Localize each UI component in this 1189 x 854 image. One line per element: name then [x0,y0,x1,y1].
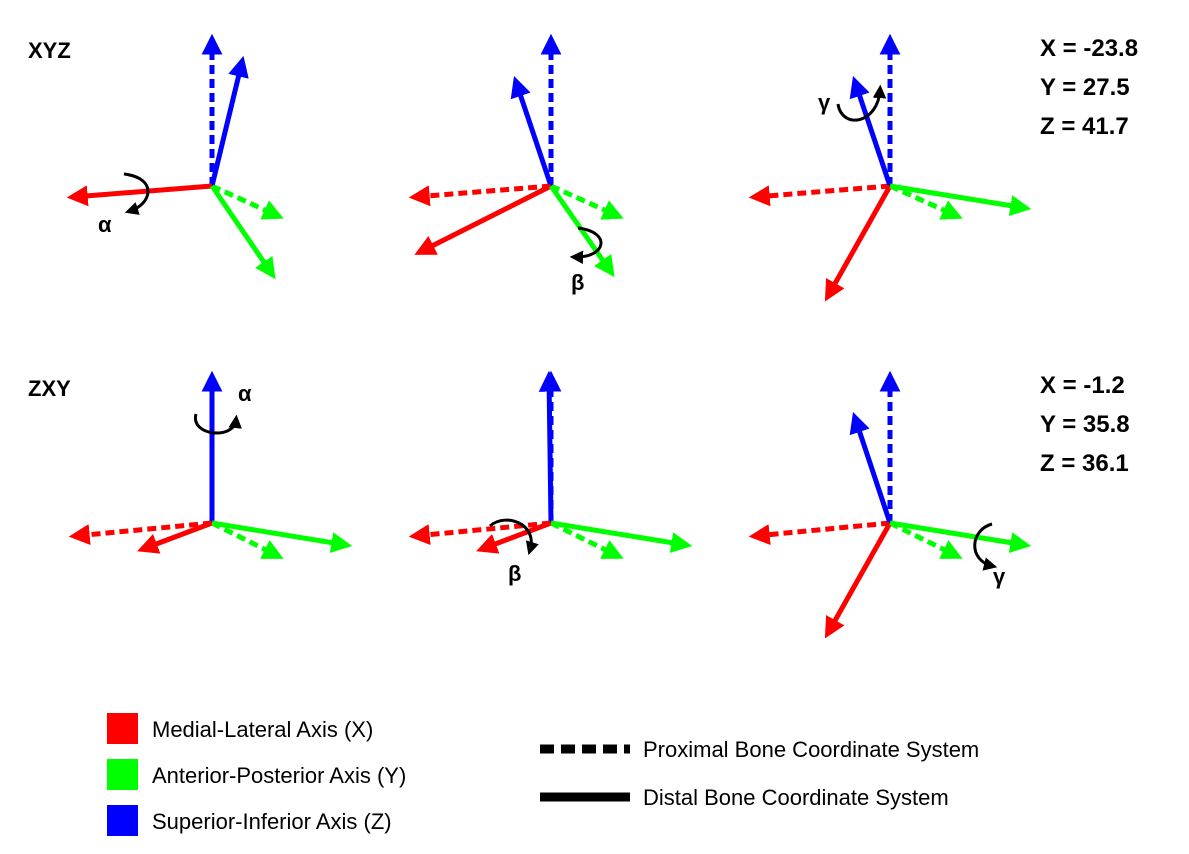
legend-label-distal: Distal Bone Coordinate System [643,785,949,810]
distal-z-axis-arrow [538,370,560,524]
axis-frame-r1-f1 [66,33,284,280]
row1-value-x: X = -23.8 [1040,35,1138,62]
row2-value-y: Y = 35.8 [1040,411,1130,438]
proximal-y-axis-arrow [210,183,284,220]
axis-frame-r1-f2 [408,33,624,278]
distal-x-axis-arrow [66,183,213,207]
axis-frame-r2-f1 [68,370,353,559]
proximal-x-axis-arrow [68,520,213,546]
row1-value-z: Z = 41.7 [1040,113,1129,140]
proximal-y-axis-arrow [549,183,624,220]
rotation-arrow-r1-alpha [123,172,150,215]
distal-x-axis-arrow [476,520,552,554]
row1-rotation-label-gamma: γ [818,90,831,115]
distal-x-axis-arrow [137,520,213,554]
legend-swatch-z [107,805,138,836]
row2-rotation-label-alpha: α [238,381,252,406]
legend-label-z: Superior-Inferior Axis (Z) [152,809,392,834]
distal-z-axis-arrow [209,55,249,187]
distal-y-axis-arrow [889,520,1032,553]
distal-x-axis-arrow [824,521,893,639]
distal-y-axis-arrow [211,520,353,553]
proximal-x-axis-arrow [748,183,891,207]
legend: Medial-Lateral Axis (X) Anterior-Posteri… [107,713,979,836]
rotation-arrow-r2-beta [489,518,539,556]
proximal-y-axis-arrow [888,520,963,559]
distal-y-axis-arrow [550,520,693,553]
rotation-arrow-r2-alpha [194,413,242,435]
distal-z-axis-arrow [510,76,554,187]
proximal-x-axis-arrow [408,520,552,546]
axis-frame-r1-f3 [748,33,1032,302]
distal-x-axis-arrow [824,184,893,302]
row1-rotation-label-beta: β [571,270,584,295]
proximal-x-axis-arrow [748,520,891,546]
legend-label-x: Medial-Lateral Axis (X) [152,717,373,742]
distal-x-axis-arrow [414,183,553,255]
row2-rotation-label-beta: β [508,561,521,586]
axis-frames [66,33,1032,639]
legend-label-y: Anterior-Posterior Axis (Y) [152,763,406,788]
distal-z-axis-arrow [849,412,893,524]
proximal-y-axis-arrow [210,520,284,559]
row1-sequence-label: XYZ [28,38,71,63]
row2-rotation-label-gamma: γ [993,564,1006,589]
legend-swatch-x [107,713,138,744]
axis-frame-r2-f3 [748,370,1032,639]
proximal-x-axis-arrow [408,183,552,207]
row2-value-x: X = -1.2 [1040,372,1125,399]
legend-label-proximal: Proximal Bone Coordinate System [643,737,979,762]
proximal-y-axis-arrow [549,520,624,559]
distal-y-axis-arrow [889,183,1032,216]
rotation-arrow-r1-beta [569,226,603,265]
row1-value-y: Y = 27.5 [1040,74,1130,101]
distal-y-axis-arrow [209,184,276,280]
legend-swatch-y [107,759,138,790]
distal-z-axis-arrow [849,76,893,187]
rotation-arrows [123,84,998,571]
rotation-arrow-r2-gamma [973,522,998,571]
row1-rotation-label-alpha: α [98,212,112,237]
axis-frame-r2-f2 [408,370,693,559]
rotation-arrow-r1-gamma [836,84,887,122]
proximal-y-axis-arrow [888,183,963,220]
row2-value-z: Z = 36.1 [1040,450,1129,477]
row2-sequence-label: ZXY [28,376,71,401]
